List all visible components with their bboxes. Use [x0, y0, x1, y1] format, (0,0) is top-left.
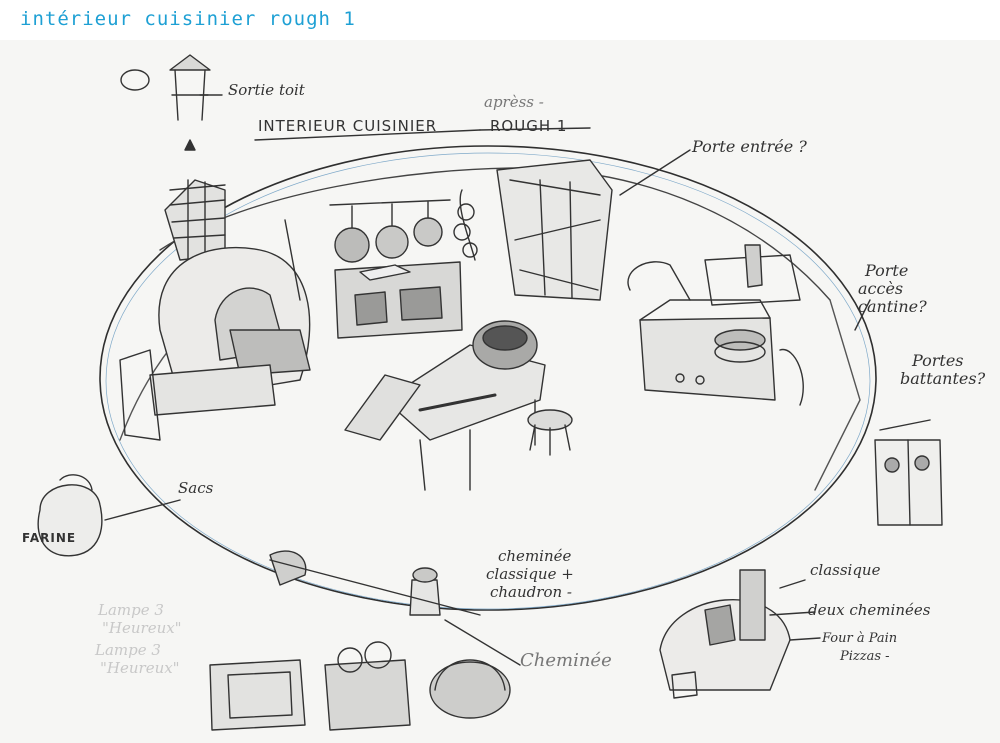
- note-heading: INTERIEUR CUISINIER: [258, 117, 438, 135]
- page-title: intérieur cuisinier rough 1: [20, 8, 356, 30]
- note-porte-acces-3: cantine?: [858, 297, 927, 316]
- note-sortie-toit: Sortie toit: [228, 81, 305, 99]
- flour-sack-sketch: [37, 474, 181, 557]
- note-portes-battantes-1: Portes: [912, 351, 964, 370]
- note-deux-cheminees: deux cheminées: [808, 601, 931, 619]
- note-cheminee-classique-1: cheminée: [498, 547, 572, 565]
- sink-sketch: [627, 244, 804, 406]
- door-sketch: [496, 159, 613, 301]
- note-porte-acces-2: accès: [858, 279, 904, 298]
- sketch-sheet: Sortie toit aprèss - INTERIEUR CUISINIER…: [0, 40, 1000, 743]
- room-ellipse: [99, 145, 877, 611]
- table-sketch: [344, 320, 573, 491]
- note-porte-entree: Porte entrée ?: [692, 137, 807, 156]
- note-heading-above: aprèss -: [484, 93, 544, 111]
- note-cheminee-classique-3: chaudron -: [490, 583, 572, 601]
- note-faint-3: Lampe 3: [95, 641, 161, 659]
- oven-sketch: [119, 139, 311, 441]
- note-classique: classique: [810, 561, 881, 579]
- note-farine: FARINE: [22, 531, 77, 545]
- note-porte-acces-1: Porte: [865, 261, 909, 280]
- chimney-hut-sketch: [659, 569, 791, 699]
- sketch-drawing: [37, 54, 943, 731]
- note-four-1: Four à Pain: [822, 631, 898, 646]
- note-sacs: Sacs: [178, 479, 214, 497]
- note-four-2: Pizzas -: [840, 649, 890, 664]
- note-faint-2: "Heureux": [102, 619, 182, 637]
- roof-vent-sketch: [120, 54, 211, 121]
- note-portes-battantes-2: battantes?: [900, 369, 986, 388]
- note-heading-rough: ROUGH 1: [490, 117, 568, 135]
- note-faint-4: "Heureux": [100, 659, 180, 677]
- note-cheminee-classique-2: classique +: [486, 565, 574, 583]
- note-cheminee: Cheminée: [520, 650, 612, 671]
- title-bar: intérieur cuisinier rough 1: [0, 0, 1000, 40]
- note-faint-1: Lampe 3: [98, 601, 164, 619]
- pan-rack-sketch: [329, 189, 478, 339]
- bottom-props-sketch: [209, 641, 511, 731]
- swing-doors-sketch: [874, 439, 943, 526]
- chimney-post-sketch: [269, 550, 521, 666]
